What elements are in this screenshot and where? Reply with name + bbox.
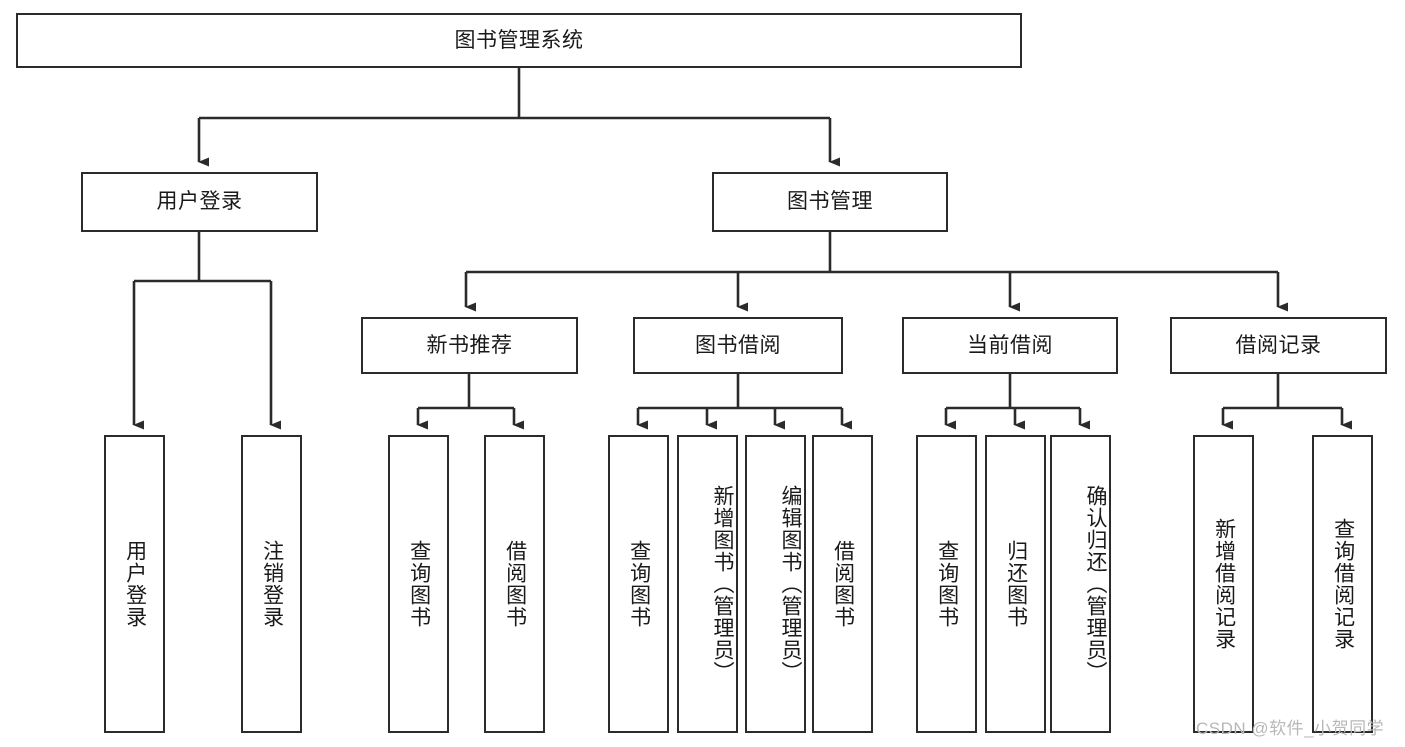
node-root-system[interactable]: 图书管理系统 bbox=[16, 13, 1022, 68]
node-label: 用户登录 bbox=[156, 190, 243, 214]
node-label: 借阅记录 bbox=[1235, 333, 1322, 357]
node-book-borrow[interactable]: 图书借阅 bbox=[633, 317, 843, 374]
node-leaf-return-book[interactable]: 归还图书 bbox=[985, 435, 1046, 733]
node-label: 借阅图书 bbox=[503, 540, 527, 628]
node-leaf-query-book-recommend[interactable]: 查询图书 bbox=[388, 435, 449, 733]
node-borrow-record[interactable]: 借阅记录 bbox=[1170, 317, 1387, 374]
borrow-record-connectors bbox=[1221, 374, 1352, 430]
node-label: 图书管理系统 bbox=[454, 28, 584, 52]
node-label: 新书推荐 bbox=[426, 333, 513, 357]
node-label: 用户登录 bbox=[123, 540, 147, 628]
node-leaf-add-borrow-record[interactable]: 新增借阅记录 bbox=[1193, 435, 1254, 733]
node-label: 新增借阅记录 bbox=[1212, 518, 1236, 650]
node-leaf-query-book-borrow[interactable]: 查询图书 bbox=[608, 435, 669, 733]
node-leaf-confirm-return-admin[interactable]: 确认归还（管理员） bbox=[1050, 435, 1111, 733]
user-login-connectors bbox=[132, 232, 281, 430]
csdn-watermark: CSDN @软件_小贺同学 bbox=[1196, 719, 1385, 738]
node-label: 借阅图书 bbox=[831, 540, 855, 628]
node-label: 图书借阅 bbox=[695, 333, 781, 357]
new-book-connectors bbox=[416, 374, 524, 430]
node-leaf-logout-login[interactable]: 注销登录 bbox=[241, 435, 302, 733]
node-leaf-query-book-current[interactable]: 查询图书 bbox=[916, 435, 977, 733]
node-leaf-add-book-admin[interactable]: 新增图书（管理员） bbox=[677, 435, 738, 733]
node-label: 编辑图书（管理员） bbox=[779, 485, 802, 683]
node-label: 注销登录 bbox=[260, 540, 284, 628]
node-new-book-recommend[interactable]: 新书推荐 bbox=[361, 317, 578, 374]
node-label: 确认归还（管理员） bbox=[1084, 485, 1107, 683]
root-connectors bbox=[197, 68, 840, 167]
node-leaf-user-login[interactable]: 用户登录 bbox=[104, 435, 165, 733]
node-label: 新增图书（管理员） bbox=[711, 485, 734, 683]
node-leaf-borrow-book[interactable]: 借阅图书 bbox=[812, 435, 873, 733]
current-borrow-connectors bbox=[944, 374, 1090, 430]
node-current-borrow[interactable]: 当前借阅 bbox=[902, 317, 1118, 374]
book-manage-connectors bbox=[464, 232, 1288, 312]
node-book-management[interactable]: 图书管理 bbox=[712, 172, 948, 232]
node-user-login[interactable]: 用户登录 bbox=[81, 172, 318, 232]
node-label: 查询图书 bbox=[407, 540, 431, 628]
node-label: 当前借阅 bbox=[967, 333, 1053, 357]
node-label: 查询图书 bbox=[935, 540, 959, 628]
node-leaf-edit-book-admin[interactable]: 编辑图书（管理员） bbox=[745, 435, 806, 733]
node-label: 查询图书 bbox=[627, 540, 651, 628]
node-leaf-borrow-book-recommend[interactable]: 借阅图书 bbox=[484, 435, 545, 733]
node-label: 图书管理 bbox=[787, 190, 873, 214]
node-label: 查询借阅记录 bbox=[1331, 518, 1355, 650]
node-label: 归还图书 bbox=[1004, 540, 1028, 628]
book-borrow-connectors bbox=[636, 374, 852, 430]
node-leaf-query-borrow-record[interactable]: 查询借阅记录 bbox=[1312, 435, 1373, 733]
